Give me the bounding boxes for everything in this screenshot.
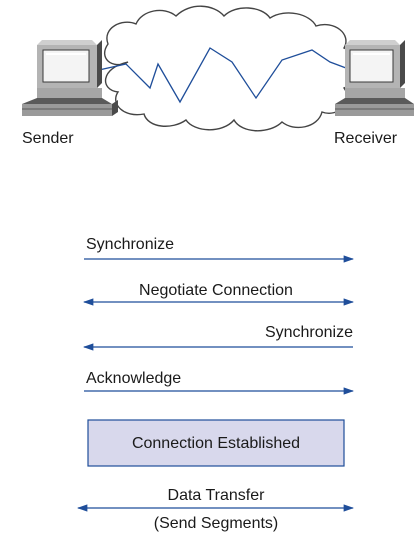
sender-label: Sender (22, 130, 74, 147)
network-route-line (89, 47, 363, 104)
connection-established-label: Connection Established (132, 435, 300, 452)
step-4-label: Acknowledge (86, 370, 181, 387)
receiver-computer-icon (335, 40, 414, 116)
sender-computer-icon (22, 40, 118, 116)
data-transfer-label: Data Transfer (168, 487, 266, 504)
connection-established-box (87, 419, 345, 467)
step-3-label: Synchronize (265, 324, 353, 341)
send-segments-label: (Send Segments) (154, 515, 279, 532)
step-1-label: Synchronize (86, 236, 174, 253)
receiver-label: Receiver (334, 130, 398, 147)
step-2-label: Negotiate Connection (139, 282, 293, 299)
network-cloud (103, 5, 359, 132)
